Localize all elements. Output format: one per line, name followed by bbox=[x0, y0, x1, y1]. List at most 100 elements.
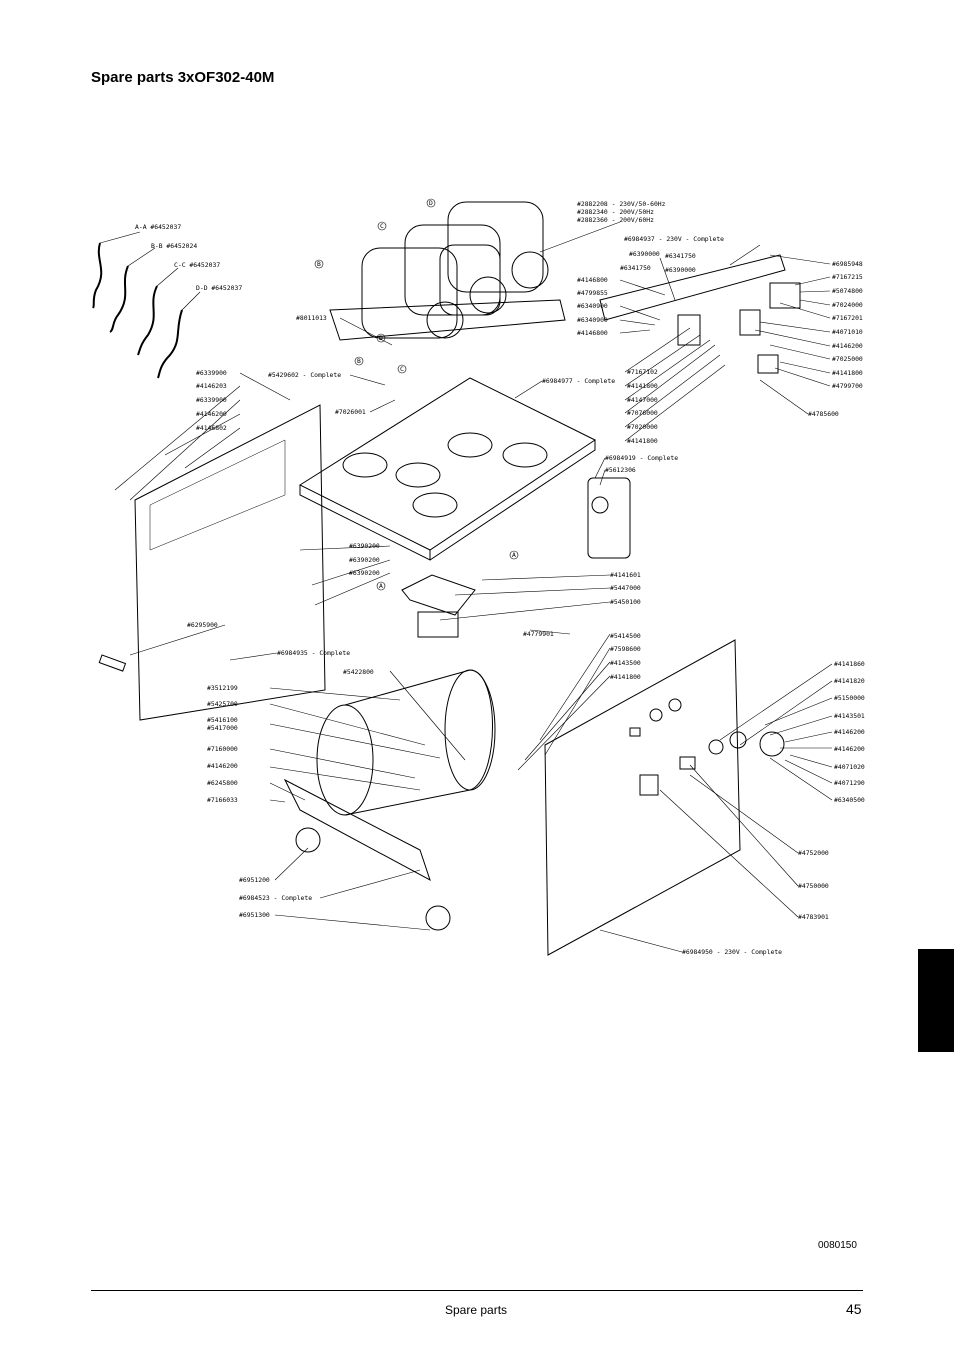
part-label: #6984950 - 230V - Complete bbox=[682, 948, 783, 956]
part-label: #6984977 - Complete bbox=[542, 377, 616, 385]
part-label: #7026001 bbox=[335, 408, 366, 416]
part-label: #4071020 bbox=[834, 763, 865, 771]
section-marker-b: B bbox=[317, 260, 321, 268]
section-marker-a-2: A bbox=[379, 582, 383, 590]
part-label: #4146800 bbox=[577, 276, 608, 284]
part-label: #4141860 bbox=[834, 660, 865, 668]
part-label: #7076000 bbox=[627, 409, 658, 417]
compressor-units-illustration bbox=[361, 201, 549, 339]
part-label: #4783901 bbox=[798, 913, 829, 921]
part-label: #6984937 - 230V - Complete bbox=[624, 235, 725, 243]
section-marker-c-2: C bbox=[400, 365, 404, 373]
section-marker-circles bbox=[314, 198, 519, 591]
part-label: #4141820 bbox=[834, 677, 865, 685]
part-label: #4146802 bbox=[196, 424, 227, 432]
part-label: #5447000 bbox=[610, 584, 641, 592]
part-label: #4785600 bbox=[808, 410, 839, 418]
chapter-tab-marker bbox=[918, 949, 954, 1052]
part-label: #7167102 bbox=[627, 368, 658, 376]
part-label: #6339900 bbox=[196, 396, 227, 404]
part-label: #6341750 bbox=[620, 264, 651, 272]
page-title: Spare parts 3xOF302-40M bbox=[91, 69, 275, 86]
compressor-label: #2882360 - 200V/60Hz bbox=[577, 216, 654, 224]
front-panel-illustration bbox=[544, 639, 785, 956]
hose-label-a: A-A #6452037 bbox=[135, 223, 182, 231]
hose-set-illustration bbox=[92, 242, 183, 379]
callout-leader-lines bbox=[99, 221, 833, 953]
part-label: #6390000 bbox=[665, 266, 696, 274]
part-label: #6984919 - Complete bbox=[605, 454, 679, 462]
part-label: #4779901 bbox=[523, 630, 554, 638]
side-panel-illustration bbox=[98, 404, 326, 721]
part-label: #6390200 bbox=[349, 556, 380, 564]
part-label: #4750000 bbox=[798, 882, 829, 890]
part-label: #8011013 bbox=[296, 314, 327, 322]
part-label: #6340500 bbox=[834, 796, 865, 804]
part-label: #4799855 bbox=[577, 289, 608, 297]
part-label: #6951200 bbox=[239, 876, 270, 884]
part-label: #4143500 bbox=[610, 659, 641, 667]
part-label: #6951300 bbox=[239, 911, 270, 919]
part-label: #7167215 bbox=[832, 273, 863, 281]
part-label: #7160000 bbox=[207, 745, 238, 753]
frame-top-plate-illustration bbox=[298, 377, 596, 561]
part-label: #4146200 bbox=[832, 342, 863, 350]
section-marker-d: D bbox=[429, 199, 433, 207]
part-label: #7020000 bbox=[627, 423, 658, 431]
part-label: #5150000 bbox=[834, 694, 865, 702]
part-label: #4147000 bbox=[627, 396, 658, 404]
part-label: #7166033 bbox=[207, 796, 238, 804]
part-label: #4146203 bbox=[196, 382, 227, 390]
part-label: #5425700 bbox=[207, 700, 238, 708]
filter-housing-illustration bbox=[587, 477, 631, 559]
part-label: #6390000 bbox=[629, 250, 660, 258]
part-label: #4146800 bbox=[577, 329, 608, 337]
part-label: #6390200 bbox=[349, 569, 380, 577]
part-label: #4141800 bbox=[627, 437, 658, 445]
part-label: #4141601 bbox=[610, 571, 641, 579]
part-label: #6985948 bbox=[832, 260, 863, 268]
part-label: #7598600 bbox=[610, 645, 641, 653]
compressor-label: #2882340 - 200V/50Hz bbox=[577, 208, 654, 216]
part-label: #6984523 - Complete bbox=[239, 894, 313, 902]
part-label: #7167201 bbox=[832, 314, 863, 322]
part-label: #5612306 bbox=[605, 466, 636, 474]
hose-label-c: C-C #6452037 bbox=[174, 261, 221, 269]
part-label: #5422800 bbox=[343, 668, 374, 676]
part-label: #5450100 bbox=[610, 598, 641, 606]
part-label: #6984935 - Complete bbox=[277, 649, 351, 657]
part-label: #4799700 bbox=[832, 382, 863, 390]
part-label: #4146200 bbox=[207, 762, 238, 770]
part-label: #3512199 bbox=[207, 684, 238, 692]
part-label: #4141800 bbox=[627, 382, 658, 390]
part-label: #6295900 bbox=[187, 621, 218, 629]
part-label: #4752000 bbox=[798, 849, 829, 857]
part-label: #4146200 bbox=[834, 728, 865, 736]
section-marker-a: A bbox=[512, 551, 516, 559]
part-label: #5429602 - Complete bbox=[268, 371, 342, 379]
part-label: #6245800 bbox=[207, 779, 238, 787]
drawing-number: 0080150 bbox=[818, 1240, 857, 1251]
hose-label-b: B-B #6452024 bbox=[151, 242, 198, 250]
section-marker-c: C bbox=[380, 222, 384, 230]
part-label: #5416100 bbox=[207, 716, 238, 724]
section-marker-b-2: B bbox=[357, 357, 361, 365]
page-number: 45 bbox=[846, 1301, 862, 1317]
valve-block-illustration bbox=[677, 282, 801, 374]
part-label: #6339900 bbox=[196, 369, 227, 377]
part-label: #5414500 bbox=[610, 632, 641, 640]
compressor-label: #2882208 - 230V/50-60Hz bbox=[577, 200, 666, 208]
part-label: #5417000 bbox=[207, 724, 238, 732]
part-label: #7024000 bbox=[832, 301, 863, 309]
part-label: #4141800 bbox=[832, 369, 863, 377]
part-label: #6390200 bbox=[349, 542, 380, 550]
footer-section-title: Spare parts bbox=[445, 1303, 508, 1317]
part-label: #5074800 bbox=[832, 287, 863, 295]
air-tank-illustration bbox=[283, 669, 496, 931]
part-label: #7025000 bbox=[832, 355, 863, 363]
mounting-rails-illustration bbox=[329, 254, 786, 341]
part-label: #6340900 bbox=[577, 302, 608, 310]
part-label: #4146200 bbox=[834, 745, 865, 753]
section-marker-d-2: D bbox=[379, 334, 383, 342]
